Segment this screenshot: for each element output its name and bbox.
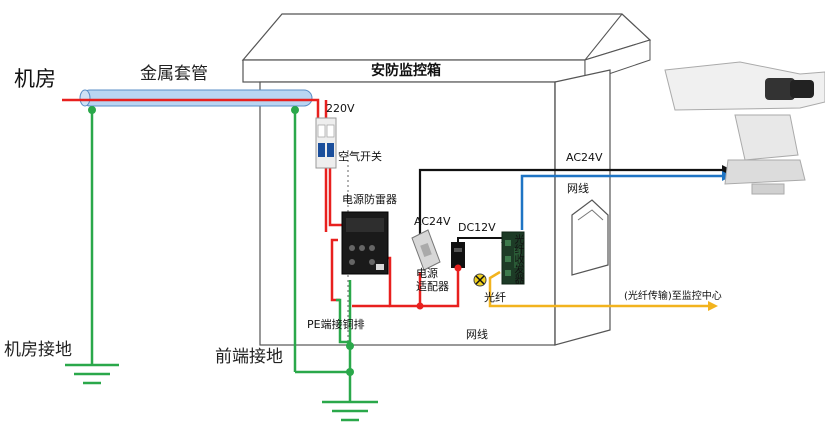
fiber-transceiver-label: 光纤收发器 <box>512 234 523 284</box>
surge-protector-icon <box>341 211 389 275</box>
pe-bar-label: PE端接铜排 <box>307 318 365 331</box>
cabinet-title: 安防监控箱 <box>371 63 441 79</box>
ground-symbol-icon <box>65 363 119 385</box>
fiber-line <box>488 270 708 308</box>
circuit-breaker-icon <box>315 117 337 169</box>
machine-room-label: 机房 <box>14 67 56 91</box>
ground-symbol-icon <box>322 400 378 422</box>
dc12v-label: DC12V <box>458 221 496 234</box>
power-line <box>62 98 460 308</box>
cabinet-body-front <box>259 81 556 346</box>
air-switch-label: 空气开关 <box>338 150 382 163</box>
network-cable-lower-label: 网线 <box>466 328 488 341</box>
fiber-label: 光纤 <box>484 291 506 304</box>
surge-protector-label: 电源防雷器 <box>342 193 397 206</box>
ground-lines <box>90 110 352 402</box>
dc-adapter-block <box>451 242 465 268</box>
power-adapter-icon <box>411 229 441 271</box>
room-ground-label: 机房接地 <box>4 340 72 360</box>
document-holder-icon <box>571 199 609 276</box>
ac24v-adapter-label: AC24V <box>414 215 451 228</box>
voltage-220v-label: 220V <box>326 102 355 115</box>
roof-edge <box>584 13 623 61</box>
cabinet-roof <box>241 13 652 61</box>
fiber-transceiver-icon <box>501 231 525 285</box>
network-line <box>520 174 722 230</box>
fiber-to-center-label: (光纤传输)至监控中心 <box>624 291 722 302</box>
front-ground-label: 前端接地 <box>215 347 283 367</box>
power-adapter-label: 电源 适配器 <box>416 267 449 293</box>
fiber-junction <box>473 273 487 287</box>
ac24v-line <box>418 168 722 238</box>
metal-conduit-label: 金属套管 <box>140 64 208 84</box>
metal-conduit <box>79 89 313 107</box>
ptz-camera-icon <box>664 61 825 195</box>
ac24v-camera-label: AC24V <box>566 151 603 164</box>
network-cable-upper-label: 网线 <box>567 182 589 195</box>
